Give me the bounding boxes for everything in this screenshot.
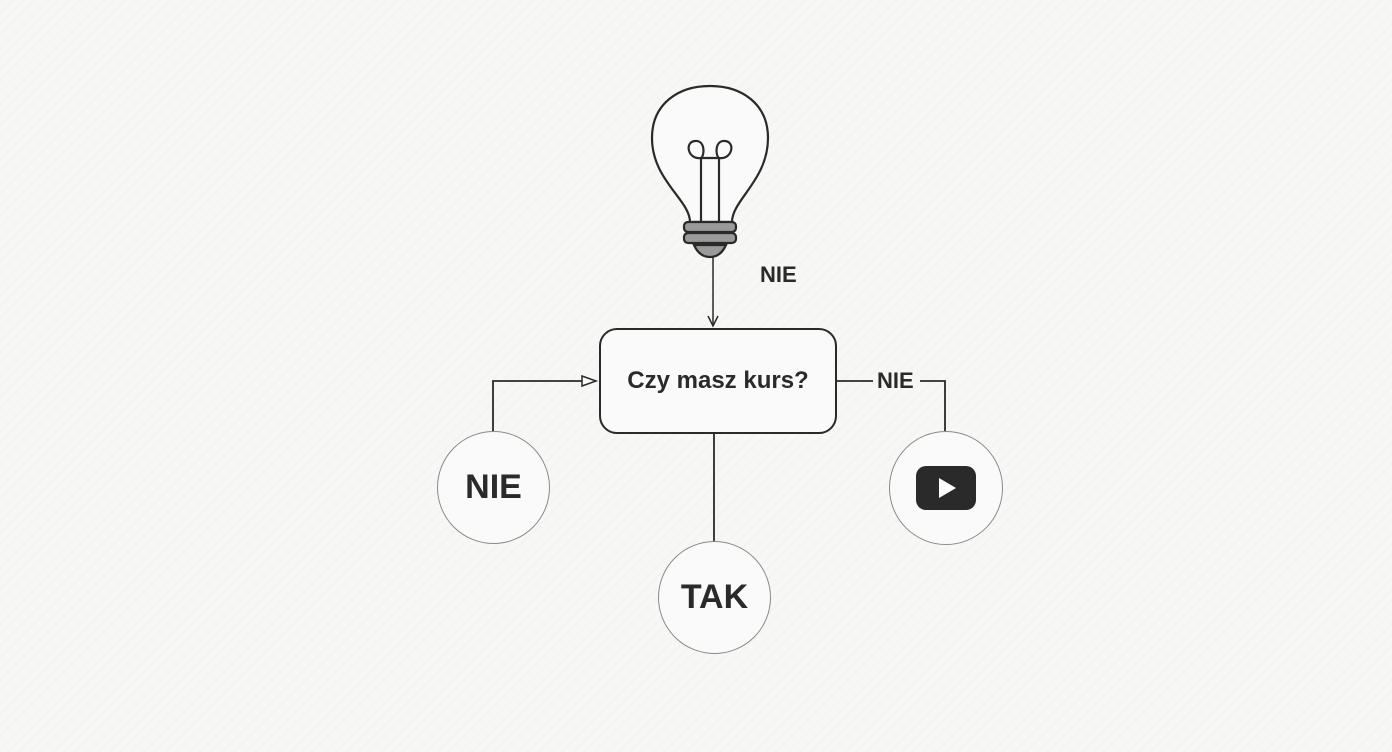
youtube-play-icon: [916, 466, 976, 510]
lightbulb-icon: [650, 84, 770, 259]
node-tak: TAK: [658, 541, 771, 654]
node-youtube: [889, 431, 1003, 545]
edge-label-decision-to-youtube: NIE: [877, 368, 914, 393]
node-tak-label: TAK: [680, 578, 749, 616]
decision-label: Czy masz kurs?: [627, 367, 809, 394]
node-nie: NIE: [437, 431, 550, 544]
edge-label-bulb-to-decision: NIE: [760, 262, 797, 287]
node-nie-label: NIE: [465, 468, 522, 506]
decision-node: Czy masz kurs?: [599, 328, 837, 434]
